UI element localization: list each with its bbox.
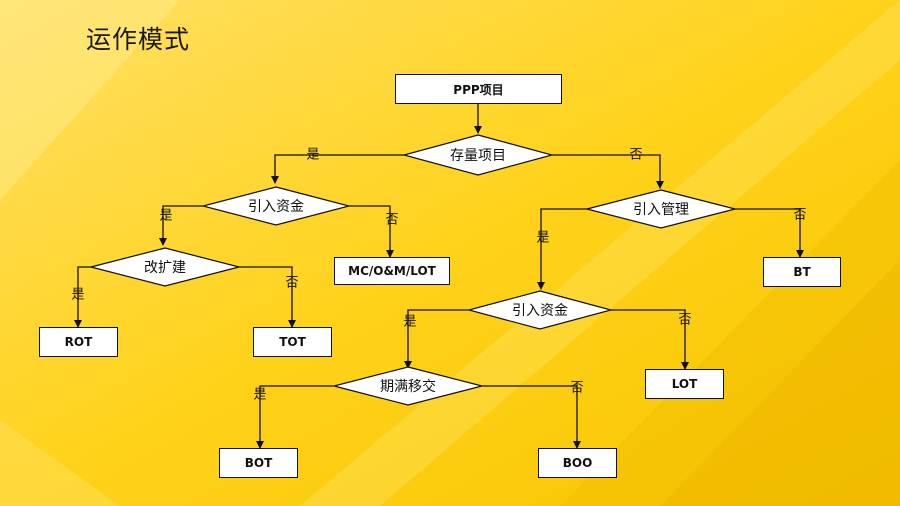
connector-mgmt-yes xyxy=(537,208,587,290)
decision-capital-right-shape xyxy=(466,290,614,330)
branch-no-expiry: 否 xyxy=(570,380,584,396)
node-bot: BOT xyxy=(219,448,298,478)
connector-renovate-yes xyxy=(74,266,91,328)
decision-capital-right-label: 引入资金 xyxy=(512,303,568,319)
branch-no-renovate: 否 xyxy=(285,275,299,291)
branch-yes-capital-left: 是 xyxy=(159,208,173,224)
decision-renovate-shape xyxy=(90,247,240,287)
node-boo: BOO xyxy=(538,448,617,478)
decision-mgmt-label: 引入管理 xyxy=(633,202,689,218)
connector-expiry-no xyxy=(482,385,581,449)
node-ppp-project: PPP项目 xyxy=(395,74,562,104)
branch-yes-expiry: 是 xyxy=(253,387,267,403)
branch-no-capital-right: 否 xyxy=(678,312,692,328)
node-lot: LOT xyxy=(645,369,724,399)
decision-capital-left-label: 引入资金 xyxy=(248,199,304,215)
node-rot: ROT xyxy=(39,327,118,357)
connector-mgmt-no xyxy=(735,208,804,258)
decision-expiry-shape xyxy=(333,366,483,406)
connector-renovate-no xyxy=(239,266,296,328)
decision-existing-shape xyxy=(401,134,555,176)
connector-capital-left-yes xyxy=(159,205,203,246)
page-title: 运作模式 xyxy=(86,25,191,54)
connector-existing-yes xyxy=(271,154,404,184)
connector-capital-right-yes xyxy=(404,309,469,369)
connector-capital-left-no xyxy=(349,205,394,258)
branch-yes-mgmt: 是 xyxy=(536,230,550,246)
branch-yes-existing: 是 xyxy=(306,147,320,163)
decision-expiry-label: 期满移交 xyxy=(380,378,436,395)
branch-yes-capital-right: 是 xyxy=(403,314,417,330)
branch-no-capital-left: 否 xyxy=(385,212,399,228)
decision-renovate-label: 改扩建 xyxy=(144,260,186,276)
decision-mgmt-shape xyxy=(586,189,736,229)
connector-capital-right-no xyxy=(611,309,689,370)
branch-no-existing: 否 xyxy=(629,147,643,163)
connector-expiry-yes xyxy=(256,385,334,449)
branch-yes-renovate: 是 xyxy=(71,287,85,303)
branch-no-mgmt: 否 xyxy=(793,207,807,223)
decision-existing-label: 存量项目 xyxy=(450,148,506,164)
node-tot: TOT xyxy=(253,327,332,357)
node-bt: BT xyxy=(763,257,841,287)
node-mc-om-lot: MC/O&M/LOT xyxy=(334,257,450,285)
decision-capital-left-shape xyxy=(200,186,352,226)
connector-existing-no xyxy=(552,154,664,189)
